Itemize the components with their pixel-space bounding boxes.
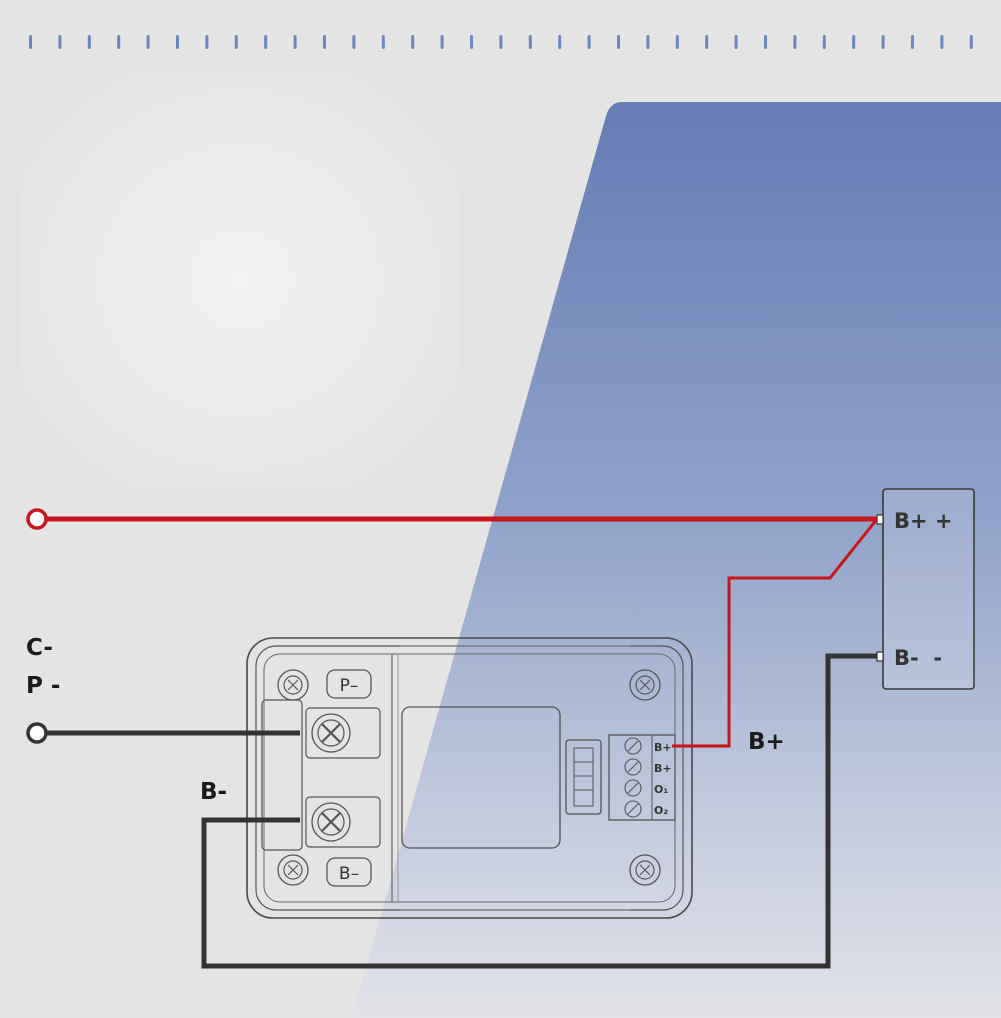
corner-screw-br bbox=[629, 854, 661, 886]
terminal-b-minus: B– bbox=[305, 796, 381, 887]
tick-mark bbox=[793, 35, 797, 49]
tick-mark bbox=[117, 35, 121, 49]
tick-mark bbox=[411, 35, 415, 49]
tick-mark bbox=[470, 35, 473, 49]
corner-screw-bl bbox=[277, 854, 309, 886]
battery-neg-terminal bbox=[876, 651, 884, 662]
tick-mark bbox=[764, 35, 767, 49]
bms-module: P– B– bbox=[246, 637, 693, 919]
signal-terminal-block: B+ B+ O₁ O₂ bbox=[608, 734, 676, 821]
tick-mark bbox=[293, 35, 297, 49]
battery-pos-terminal bbox=[876, 514, 884, 525]
tick-mark bbox=[705, 35, 709, 49]
tick-mark bbox=[58, 35, 62, 49]
tick-mark bbox=[940, 35, 944, 49]
terminal-p-minus: P– bbox=[305, 669, 381, 759]
tick-mark bbox=[822, 35, 826, 49]
terminal-p-label: P– bbox=[340, 676, 359, 696]
pin-label-3: O₁ bbox=[654, 783, 668, 796]
tick-mark bbox=[969, 35, 973, 49]
b-minus-wire bbox=[201, 653, 877, 969]
tick-mark bbox=[146, 35, 150, 49]
positive-output-terminal bbox=[26, 508, 48, 530]
tick-mark bbox=[617, 35, 620, 49]
tick-mark bbox=[352, 35, 356, 49]
tick-mark bbox=[29, 35, 32, 49]
battery-box: B+ + B- - bbox=[876, 488, 975, 690]
p-minus-label: P - bbox=[26, 673, 60, 699]
module-outer-shell bbox=[246, 637, 693, 919]
tick-mark bbox=[852, 35, 856, 49]
tick-mark bbox=[264, 35, 268, 49]
tick-mark bbox=[881, 35, 885, 49]
positive-sense-wire bbox=[672, 518, 879, 748]
corner-screw-tl bbox=[277, 669, 309, 701]
tick-mark bbox=[528, 35, 532, 49]
battery-positive-label: B+ + bbox=[894, 509, 953, 533]
tick-mark bbox=[499, 35, 503, 49]
blue-accent-panel bbox=[352, 102, 1001, 1018]
label-window bbox=[401, 706, 561, 849]
tick-mark bbox=[587, 35, 591, 49]
c-minus-label: C- bbox=[26, 635, 53, 661]
pin-label-4: O₂ bbox=[654, 804, 668, 817]
b-minus-label: B- bbox=[200, 779, 227, 805]
corner-screw-tr bbox=[629, 669, 661, 701]
pin-label-2: B+ bbox=[654, 762, 672, 775]
b-plus-label: B+ bbox=[748, 729, 785, 755]
battery-negative-label: B- - bbox=[894, 646, 942, 670]
tick-mark bbox=[234, 35, 238, 49]
tick-mark bbox=[558, 35, 562, 49]
battery-outline bbox=[882, 488, 975, 690]
tick-mark bbox=[440, 35, 444, 49]
top-tick-row bbox=[29, 35, 973, 49]
tick-mark bbox=[381, 35, 385, 49]
tick-mark bbox=[911, 35, 914, 49]
tick-mark bbox=[646, 35, 650, 49]
small-connector bbox=[565, 739, 602, 815]
tick-mark bbox=[87, 35, 91, 49]
tick-mark bbox=[734, 35, 738, 49]
tick-mark bbox=[205, 35, 209, 49]
tick-mark bbox=[176, 35, 179, 49]
side-clip bbox=[261, 699, 303, 851]
tick-mark bbox=[675, 35, 679, 49]
terminal-b-label: B– bbox=[339, 864, 359, 884]
negative-output-terminal bbox=[26, 722, 48, 744]
background-glow bbox=[20, 70, 460, 490]
tick-mark bbox=[323, 35, 326, 49]
pin-label-1: B+ bbox=[654, 741, 672, 754]
